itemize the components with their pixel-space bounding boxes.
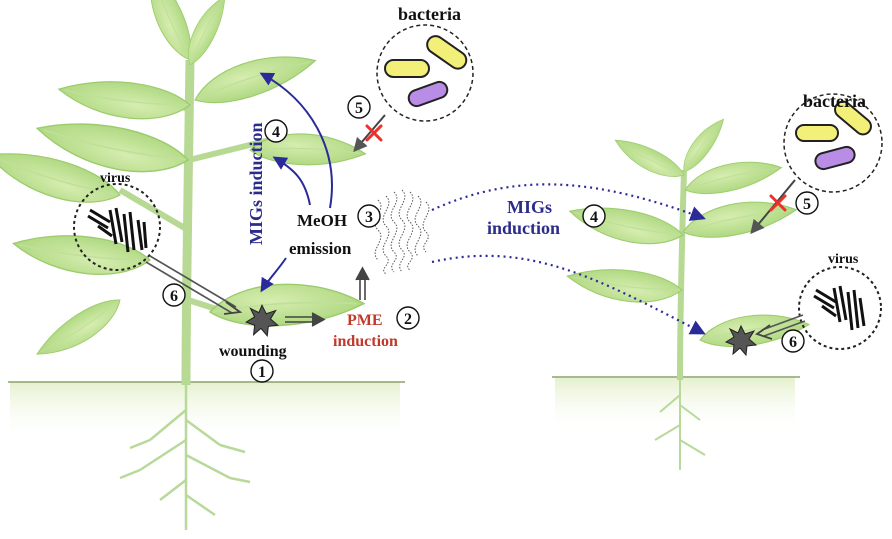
- arrow-dotted-to-right-upper-leaf: [431, 183, 706, 221]
- bacteria-cluster-left: [376, 24, 474, 122]
- virus-label-right: virus: [828, 252, 859, 267]
- left-stem: [181, 59, 195, 386]
- arrow-virus-to-wound-right: [755, 314, 806, 340]
- svg-text:3: 3: [365, 209, 373, 226]
- mig-right-induction-label: induction: [487, 218, 560, 238]
- pme-induction-label: induction: [333, 333, 398, 350]
- virus-label-left: virus: [100, 171, 131, 186]
- bacterium-yellow: [834, 100, 872, 136]
- arrow-bacteria-to-leaf-left: [353, 114, 386, 153]
- bacterium-purple: [814, 145, 856, 171]
- right-roots: [654, 380, 706, 470]
- arrow-dotted-to-right-lower-leaf: [431, 254, 706, 335]
- step-badge-mig-right: 4: [582, 204, 606, 228]
- bacterium-yellow: [795, 124, 839, 142]
- block-x-left: [365, 124, 383, 142]
- step-badge-mig-left: 4: [264, 119, 288, 143]
- right-stem: [677, 169, 687, 381]
- svg-text:6: 6: [789, 334, 797, 351]
- virus-cluster-right: [798, 266, 882, 350]
- svg-text:4: 4: [272, 124, 280, 141]
- emission-label: emission: [289, 239, 352, 258]
- arrow-meoh-to-mid-leaf: [272, 156, 311, 206]
- bacterium-yellow: [426, 35, 468, 70]
- svg-text:5: 5: [355, 100, 363, 117]
- svg-text:1: 1: [258, 364, 266, 381]
- arrow-meoh-to-top-leaf: [259, 72, 333, 209]
- virus-cluster-left: [73, 183, 161, 271]
- left-ground-shadow: [10, 382, 400, 442]
- meoh-label: MeOH: [297, 211, 347, 230]
- bacteria-label-right: bacteria: [803, 91, 866, 111]
- svg-text:5: 5: [803, 196, 811, 213]
- svg-text:6: 6: [170, 288, 178, 305]
- arrow-pme-to-meoh: [355, 266, 370, 300]
- mig-right-label: MIGs: [507, 197, 552, 217]
- right-plant: [552, 113, 812, 470]
- block-x-right: [769, 194, 787, 212]
- step-badge-pme: 2: [396, 306, 420, 330]
- left-roots: [119, 385, 251, 530]
- svg-text:4: 4: [590, 209, 598, 226]
- step-badge-bacteria-right: 5: [795, 191, 819, 215]
- step-badge-meoh: 3: [357, 204, 381, 228]
- pme-label: PME: [347, 312, 383, 329]
- wounding-label: wounding: [219, 343, 287, 360]
- step-badge-wounding: 1: [250, 359, 274, 383]
- bacteria-cluster-right: [783, 93, 883, 193]
- step-badge-virus-right: 6: [781, 329, 805, 353]
- arrow-wound-to-pme: [285, 312, 326, 327]
- bacterium-yellow: [384, 59, 430, 78]
- right-ground-shadow: [555, 378, 795, 433]
- svg-text:2: 2: [404, 311, 412, 328]
- arrow-meoh-to-wound-leaf: [260, 257, 287, 293]
- meoh-emission-waves: [374, 189, 430, 275]
- left-plant: [0, 0, 405, 530]
- step-badge-virus-left: 6: [162, 283, 186, 307]
- bacteria-label-left: bacteria: [398, 4, 461, 24]
- arrow-virus-to-wound-left: [145, 255, 243, 315]
- step-badge-bacteria-left: 5: [347, 95, 371, 119]
- bacterium-purple: [407, 80, 449, 108]
- mig-induction-label-vertical: MIGs induction: [246, 122, 266, 245]
